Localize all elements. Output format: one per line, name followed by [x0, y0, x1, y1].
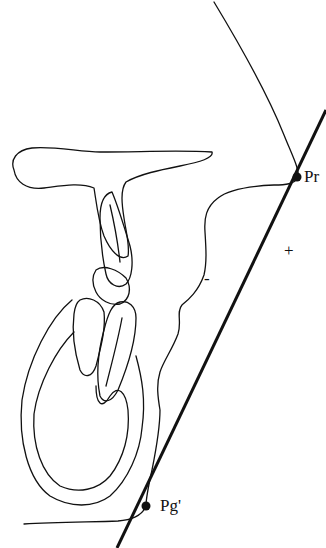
landmark-point: [142, 502, 151, 511]
maxilla-outline: [13, 148, 212, 258]
upper-tooth-crown: [93, 268, 129, 305]
reference-line: [117, 110, 326, 548]
lower-incisor: [98, 302, 136, 401]
soft-tissue-profile: [24, 2, 298, 524]
landmark-point: [293, 173, 302, 182]
landmark-label: Pg': [160, 497, 181, 514]
symphysis-inner: [34, 332, 129, 490]
lower-tooth: [73, 299, 104, 376]
lower-incisor-pulp: [106, 318, 122, 386]
upper-incisor-pulp: [110, 205, 120, 262]
sign-label: +: [284, 242, 294, 259]
upper-incisor: [100, 192, 132, 286]
mandible-symphysis: [21, 300, 143, 505]
sign-label: -: [204, 270, 210, 287]
landmark-label: Pr: [304, 168, 319, 185]
